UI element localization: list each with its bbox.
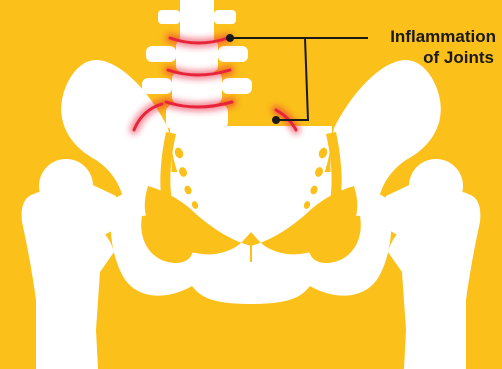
callout-label-line2: of Joints — [346, 47, 496, 68]
leader-dot-spine — [226, 34, 234, 42]
leader-dot-sacroiliac — [272, 116, 280, 124]
callout-label-line1: Inflammation — [346, 26, 496, 47]
callout-label: Inflammation of Joints — [346, 26, 496, 68]
